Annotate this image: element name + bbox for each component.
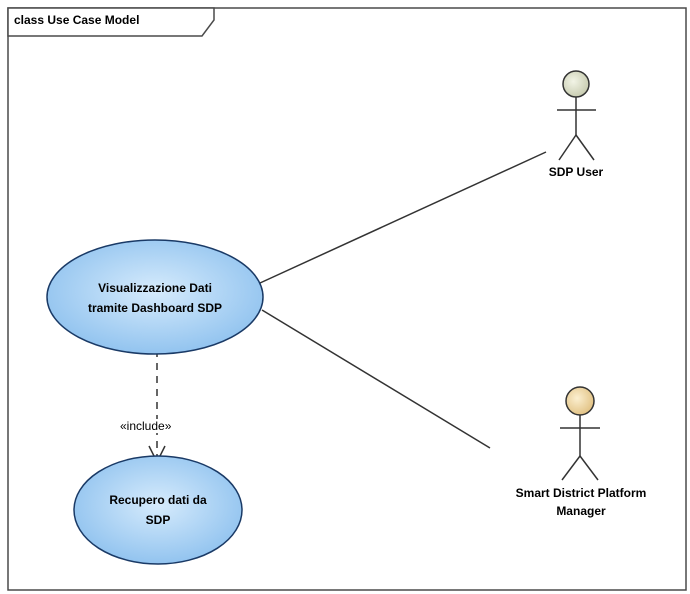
actor-sdp-user-figure[interactable] xyxy=(557,70,596,161)
frame-title: class Use Case Model xyxy=(14,13,140,27)
include-stereotype-label: «include» xyxy=(119,419,173,433)
frame-title-tab xyxy=(7,7,215,37)
actor-manager-figure[interactable] xyxy=(560,386,600,481)
usecase-dashboard-line1: Visualizzazione Dati xyxy=(98,281,212,295)
actor-manager-label: Smart District Platform Manager xyxy=(486,484,676,520)
actor-head xyxy=(565,386,595,416)
usecase-recupero-line2: SDP xyxy=(145,513,171,527)
actor-sdp-user-name: SDP User xyxy=(548,165,604,179)
actor-head xyxy=(562,70,590,98)
usecase-recupero-label: Recupero dati da SDP xyxy=(78,490,238,530)
actor-left-leg xyxy=(558,134,577,161)
usecase-dashboard-ellipse[interactable] xyxy=(46,239,264,355)
usecase-recupero-ellipse[interactable] xyxy=(73,455,243,565)
actor-right-leg xyxy=(579,455,599,481)
usecase-recupero-line1: Recupero dati da xyxy=(109,493,207,507)
usecase-dashboard-line2: tramite Dashboard SDP xyxy=(87,301,223,315)
actor-manager-line1: Smart District Platform xyxy=(515,486,647,500)
association-manager xyxy=(261,309,491,449)
association-sdp-user xyxy=(259,151,547,284)
usecase-dashboard-label: Visualizzazione Dati tramite Dashboard S… xyxy=(55,278,255,318)
actor-manager-line2: Manager xyxy=(556,504,606,518)
actor-left-leg xyxy=(561,455,581,481)
actor-right-leg xyxy=(575,134,595,161)
